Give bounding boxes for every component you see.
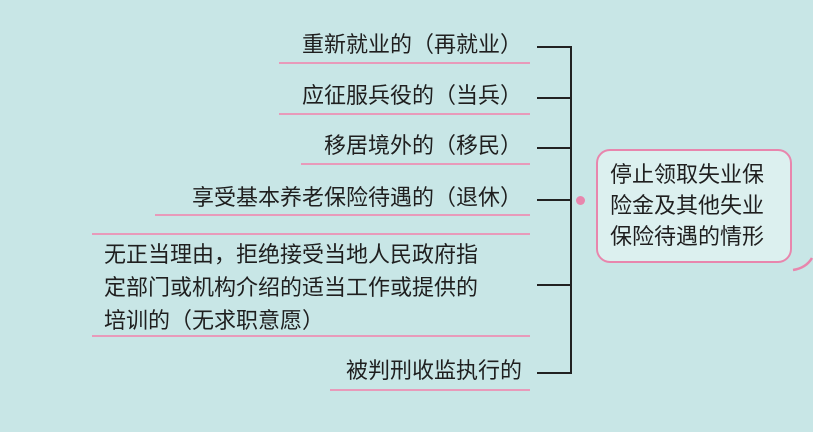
underline — [279, 113, 530, 115]
connector-line — [537, 284, 571, 286]
underline — [279, 62, 530, 64]
result-text-line: 停止领取失业保 — [610, 163, 765, 188]
condition-text-line: 培训的（无求职意愿） — [104, 309, 325, 334]
result-text-line: 险金及其他失业 — [610, 194, 765, 219]
connector-dot — [576, 196, 585, 205]
condition-item-military-service: 应征服兵役的（当兵） — [301, 84, 522, 109]
result-box: 停止领取失业保 险金及其他失业 保险待遇的情形 — [596, 149, 792, 263]
condition-item-no-job-seeking-intention: 无正当理由，拒绝接受当地人民政府指 定部门或机构介绍的适当工作或提供的 培训的（… — [104, 239, 534, 338]
underline — [92, 233, 530, 235]
connector-line — [537, 199, 571, 201]
connector-line — [537, 372, 571, 374]
underline — [155, 214, 530, 216]
decorative-arc — [792, 257, 813, 272]
condition-text-line: 无正当理由，拒绝接受当地人民政府指 — [104, 243, 479, 268]
connector-line — [537, 46, 571, 48]
connector-line — [537, 97, 571, 99]
connector-line — [537, 147, 571, 149]
condition-item-reemployment: 重新就业的（再就业） — [301, 33, 522, 58]
underline — [301, 163, 530, 165]
condition-item-emigration: 移居境外的（移民） — [323, 134, 522, 159]
condition-item-retirement: 享受基本养老保险待遇的（退休） — [191, 186, 522, 211]
condition-text-line: 定部门或机构介绍的适当工作或提供的 — [104, 276, 479, 301]
underline — [92, 335, 530, 337]
underline — [330, 389, 530, 391]
result-text-line: 保险待遇的情形 — [610, 225, 765, 250]
bracket-line — [570, 46, 572, 374]
condition-item-imprisonment: 被判刑收监执行的 — [345, 359, 522, 384]
